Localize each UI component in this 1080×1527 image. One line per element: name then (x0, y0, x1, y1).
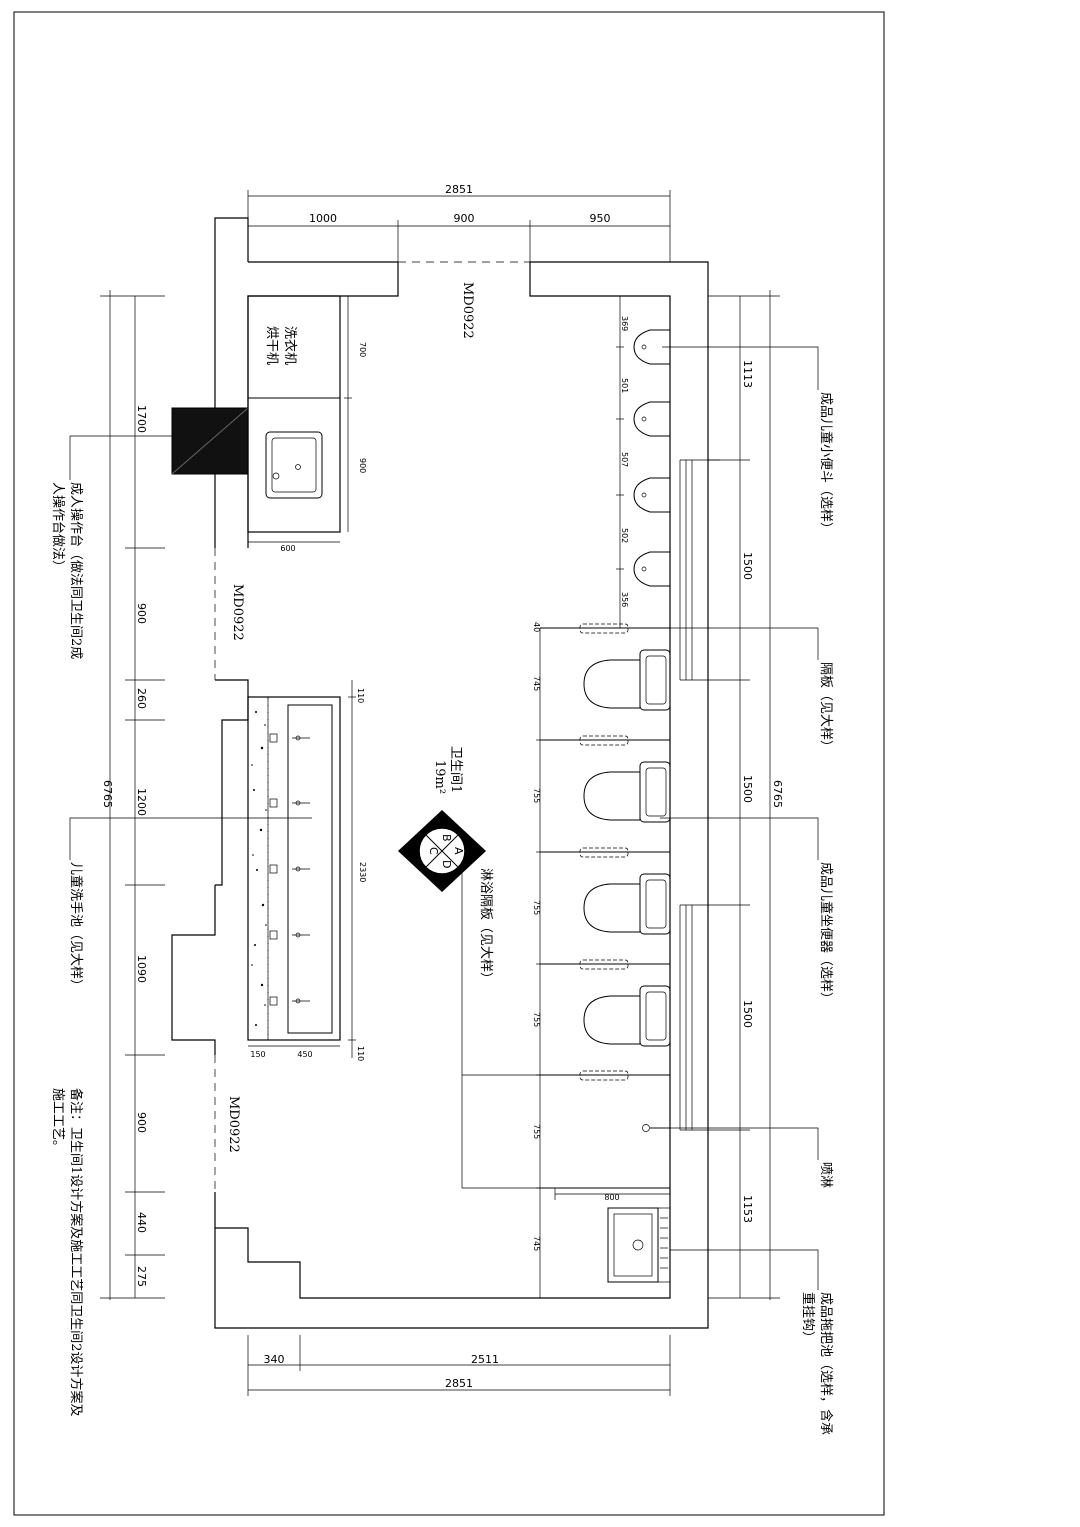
right-dim-total: 6765 (771, 780, 784, 808)
bottom-dim-340: 340 (264, 1353, 285, 1366)
index-c: C (427, 847, 440, 855)
basin-dim-450: 450 (297, 1050, 312, 1059)
stall-dim-6: 745 (532, 1236, 541, 1251)
mop-sink-label-line1: 成品拖把池（选样，含承 (818, 1292, 834, 1435)
toilet-3 (583, 873, 671, 935)
child-basin: 110 2330 110 150 450 (247, 680, 367, 1061)
left-dim-6: 900 (135, 1112, 148, 1133)
right-dim-4: 1500 (741, 1000, 754, 1028)
right-dim-3: 1500 (741, 775, 754, 803)
room-area: 19m² (432, 760, 447, 794)
shower-label: 喷淋 (818, 1162, 833, 1188)
leader-lines (69, 346, 819, 1290)
urinals (616, 296, 671, 628)
mop-sink (554, 1188, 671, 1283)
urinal-dim-3: 507 (620, 452, 629, 467)
sheet-border (13, 11, 885, 1516)
urinal-dim-1: 369 (620, 316, 629, 331)
counter-dim-700: 700 (358, 342, 367, 357)
top-dimension-lines (247, 190, 671, 262)
note-line1: 备注：卫生间1设计方案及施工工艺同卫生间2设计方案及 (68, 1088, 84, 1417)
stall-dim-4: 755 (532, 1012, 541, 1027)
urinal-dim-2: 501 (620, 378, 629, 393)
mop-sink-label-line2: 重挂钩） (800, 1292, 816, 1344)
left-dim-2: 900 (135, 603, 148, 624)
child-urinal-label: 成品儿童小便斗（选样） (818, 392, 834, 535)
bottom-dim-total: 2851 (445, 1377, 473, 1390)
stall-dim-2: 755 (532, 788, 541, 803)
top-dim-900: 900 (454, 212, 475, 225)
index-d: D (440, 860, 453, 868)
toilet-1 (583, 649, 671, 711)
bottom-dimension-lines (247, 1335, 671, 1396)
child-toilet-label: 成品儿童坐便器（选样） (818, 862, 834, 1005)
left-dim-3: 260 (135, 688, 148, 709)
index-b: B (440, 834, 453, 842)
faucets (269, 733, 310, 1006)
stall-dim-top: 40 (532, 622, 541, 632)
right-dimension-lines (708, 290, 780, 1300)
mop-dim: 800 (604, 1193, 619, 1202)
left-dim-5: 1090 (135, 955, 148, 983)
dryer-label: 烘干机 (264, 326, 279, 365)
right-dim-2: 1500 (741, 552, 754, 580)
urinal-dim-4: 502 (620, 528, 629, 543)
urinal-dim-5: 356 (620, 592, 629, 607)
room-name: 卫生间1 (448, 746, 463, 793)
basin-texture (251, 711, 267, 1026)
basin-dim-bottom: 110 (356, 1046, 365, 1061)
left-dimension-lines (100, 290, 165, 1300)
adult-counter-label-line2: 人操作台做法） (50, 482, 66, 573)
child-basin-label: 儿童洗手池（见大样） (68, 862, 84, 992)
basin-dim-top: 110 (356, 688, 365, 703)
toilet-2 (583, 761, 671, 823)
door-label-top: MD0922 (460, 282, 475, 339)
bottom-dim-2511: 2511 (471, 1353, 499, 1366)
top-dim-total: 2851 (445, 183, 473, 196)
counter-dim-900: 900 (358, 458, 367, 473)
left-dim-1: 1700 (135, 405, 148, 433)
top-dim-950: 950 (590, 212, 611, 225)
basin-dim-150: 150 (250, 1050, 265, 1059)
basin-dim-length: 2330 (358, 862, 367, 882)
left-dim-total: 6765 (101, 780, 114, 808)
note-line2: 施工工艺。 (50, 1088, 65, 1153)
toilet-stalls (536, 623, 671, 1298)
section-index-symbol (398, 810, 486, 892)
top-dim-1000: 1000 (309, 212, 337, 225)
left-dim-4: 1200 (135, 788, 148, 816)
stall-dim-5: 755 (532, 1124, 541, 1139)
adult-counter: 700 900 600 (247, 295, 367, 553)
left-dim-8: 275 (135, 1266, 148, 1287)
door-label-left-upper: MD0922 (230, 584, 245, 641)
door-label-left-lower: MD0922 (226, 1096, 241, 1153)
stall-dim-3: 755 (532, 900, 541, 915)
column (171, 407, 249, 475)
toilet-4 (583, 985, 671, 1047)
index-a: A (452, 847, 465, 855)
left-dim-7: 440 (135, 1212, 148, 1233)
partition-label: 隔板（见大样） (818, 662, 833, 753)
counter-dim-600: 600 (280, 544, 295, 553)
right-dim-5: 1153 (741, 1195, 754, 1223)
washer-label: 洗衣机 (282, 326, 298, 365)
right-dim-1: 1113 (741, 360, 754, 388)
shower-partition-label: 淋浴隔板（见大样） (478, 868, 493, 985)
adult-counter-label-line1: 成人操作台（做法同卫生间2成 (68, 482, 84, 659)
stall-dim-1: 745 (532, 676, 541, 691)
